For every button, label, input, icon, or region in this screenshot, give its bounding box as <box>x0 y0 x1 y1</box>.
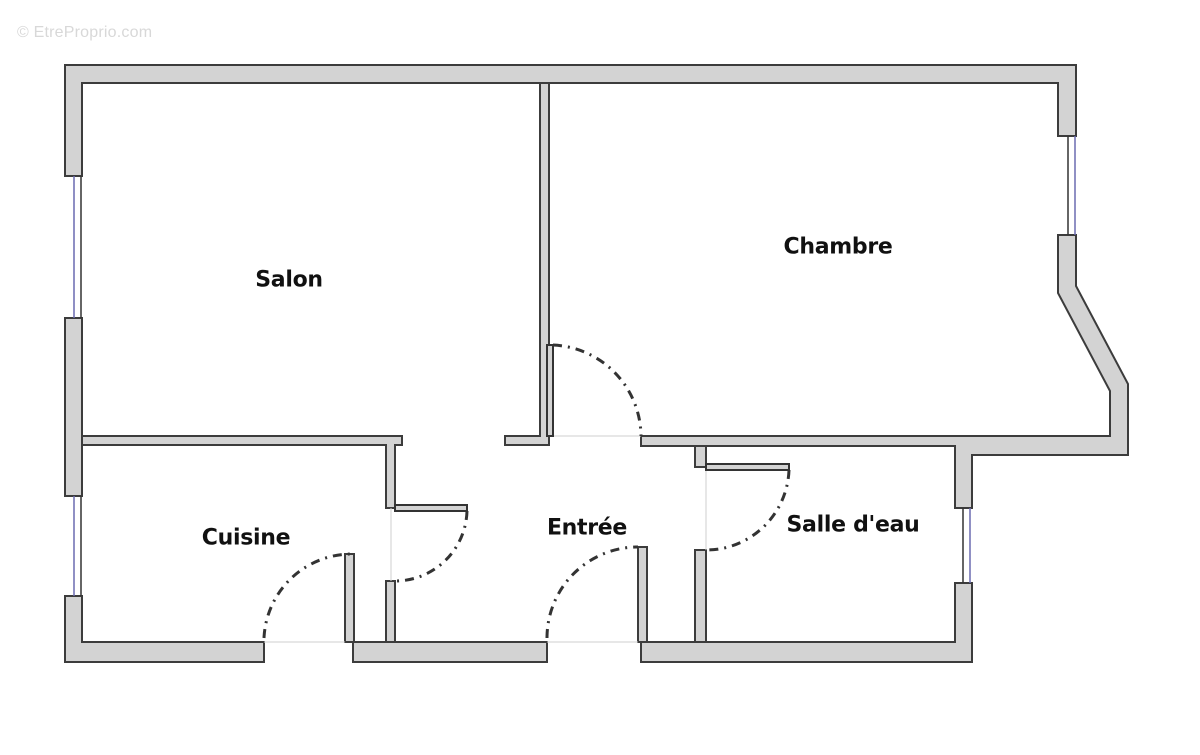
wall-bottom-right <box>640 582 973 663</box>
wall-partition-central <box>504 82 550 446</box>
window-left-salon <box>73 176 82 318</box>
wall-entree-stub <box>637 546 648 643</box>
wall-partition-entree-sdb-bottom <box>694 549 707 643</box>
wall-right-angled <box>640 234 1129 509</box>
wall-bottom-center <box>352 641 548 663</box>
door-salon-cuisine <box>394 504 469 583</box>
wall-partition-salon-cuisine <box>81 435 403 509</box>
room-label-salon: Salon <box>255 267 323 293</box>
watermark: © EtreProprio.com <box>17 24 153 41</box>
wall-top <box>64 64 1077 177</box>
room-label-chambre: Chambre <box>783 234 893 260</box>
door-salle-deau <box>705 463 791 552</box>
window-left-cuisine <box>73 496 82 596</box>
room-label-cuisine: Cuisine <box>201 525 291 551</box>
wall-left-bottom <box>64 595 265 663</box>
door-chambre <box>546 343 643 437</box>
door-cuisine <box>262 552 353 639</box>
wall-partition-cuisine-lower <box>385 580 396 643</box>
wall-cuisine-stub <box>344 553 355 643</box>
room-label-salle-deau: Salle d'eau <box>786 512 920 538</box>
room-label-entree: Entrée <box>546 515 628 541</box>
wall-left-mid <box>64 317 83 497</box>
door-entree <box>545 545 639 639</box>
window-right-chambre <box>1067 136 1076 235</box>
wall-partition-entree-sdb-top <box>694 445 707 468</box>
window-right-salle-deau <box>962 508 971 583</box>
